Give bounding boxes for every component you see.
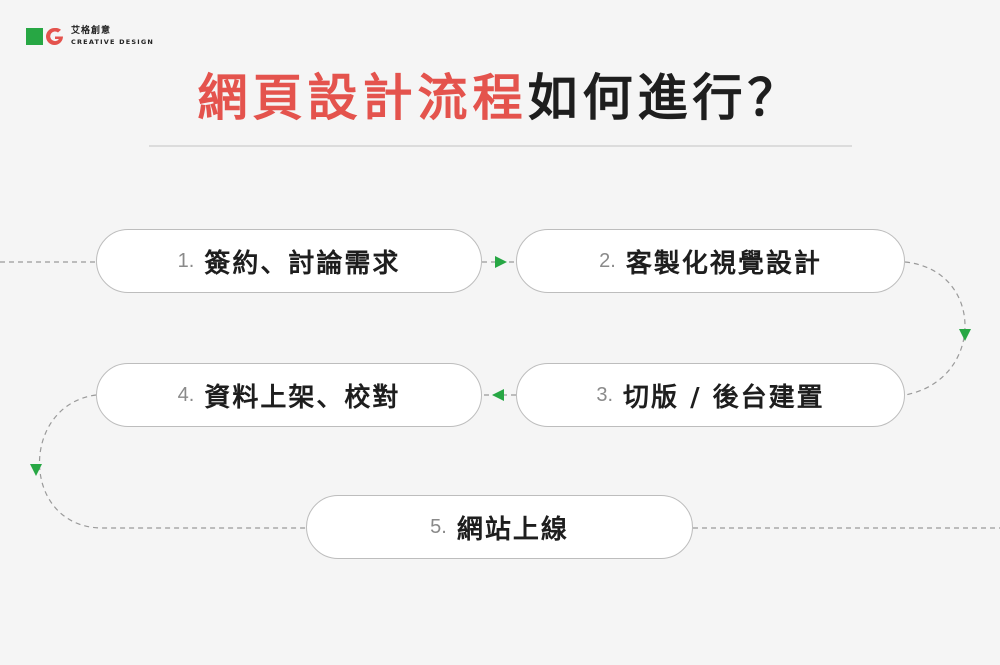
step-label: 切版 / 後台建置 bbox=[623, 382, 825, 413]
logo-square-icon bbox=[26, 27, 43, 45]
step-2: 2. 客製化視覺設計 bbox=[516, 229, 905, 293]
step-label: 網站上線 bbox=[456, 514, 569, 545]
title-divider bbox=[149, 145, 852, 147]
triangle-arrow-icon bbox=[495, 256, 507, 268]
triangle-arrow-icon bbox=[30, 464, 42, 476]
step-4: 4. 資料上架、校對 bbox=[96, 363, 482, 427]
logo-name-en: CREATIVE DESIGN bbox=[71, 38, 155, 46]
step-5: 5. 網站上線 bbox=[306, 495, 693, 559]
step-number: 5. bbox=[430, 515, 447, 538]
triangle-arrow-icon bbox=[959, 329, 971, 341]
brand-logo: 艾格創意 CREATIVE DESIGN bbox=[26, 27, 154, 46]
logo-name-cn: 艾格創意 bbox=[71, 26, 112, 36]
step-1: 1. 簽約、討論需求 bbox=[96, 229, 482, 293]
title-highlight: 網頁設計流程 bbox=[197, 69, 528, 127]
logo-text: 艾格創意 CREATIVE DESIGN bbox=[71, 27, 154, 46]
connector-2-3 bbox=[904, 261, 966, 396]
step-label: 簽約、討論需求 bbox=[204, 248, 401, 279]
connector-4-5 bbox=[39, 394, 306, 529]
logo-g-icon bbox=[46, 27, 63, 45]
step-label: 資料上架、校對 bbox=[204, 382, 401, 413]
step-number: 4. bbox=[177, 383, 195, 406]
page-title: 網頁設計流程如何進行？ bbox=[0, 58, 1000, 130]
step-number: 3. bbox=[596, 383, 614, 406]
step-number: 1. bbox=[177, 249, 195, 272]
step-3: 3. 切版 / 後台建置 bbox=[516, 363, 905, 427]
title-rest: 如何進行？ bbox=[527, 69, 803, 127]
triangle-arrow-icon bbox=[492, 389, 504, 401]
step-label: 客製化視覺設計 bbox=[625, 248, 822, 279]
step-number: 2. bbox=[599, 249, 616, 272]
